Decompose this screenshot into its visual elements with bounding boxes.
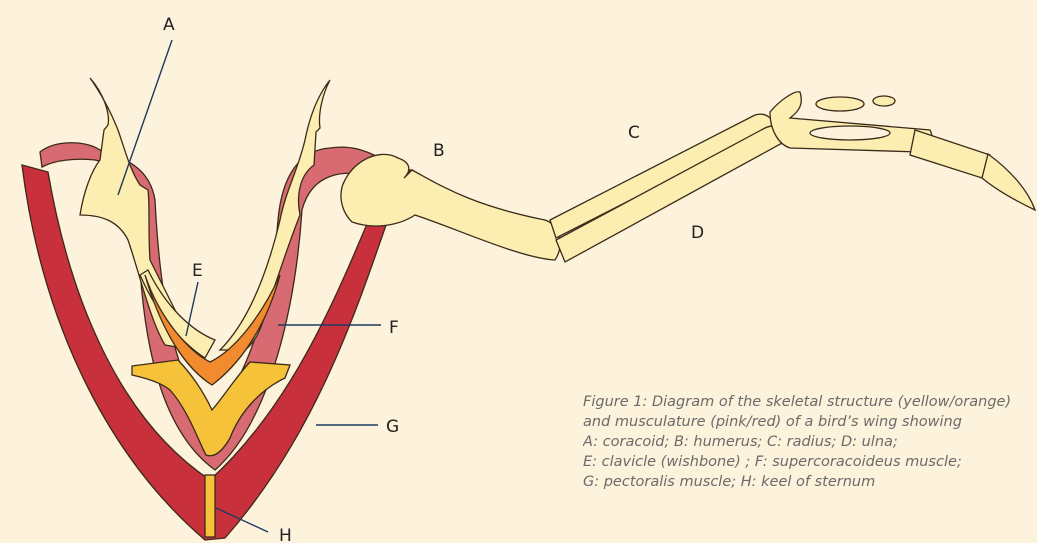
digit-phalanx-2 bbox=[982, 154, 1035, 210]
caption-line-3: A: coracoid; B: humerus; C: radius; D: u… bbox=[583, 432, 1037, 452]
radius-bone bbox=[550, 114, 773, 238]
caption-line-5: G: pectoralis muscle; H: keel of sternum bbox=[583, 472, 1037, 492]
label-E: E bbox=[192, 261, 203, 281]
alular-bone bbox=[816, 97, 864, 111]
hand-fenestra bbox=[810, 126, 890, 140]
label-C: C bbox=[628, 123, 640, 143]
caption-line-1: Figure 1: Diagram of the skeletal struct… bbox=[583, 392, 1037, 412]
label-G: G bbox=[386, 417, 399, 437]
keel-of-sternum bbox=[205, 475, 215, 537]
label-B: B bbox=[433, 141, 445, 161]
digit-phalanx-1 bbox=[910, 130, 990, 178]
left-coracoid-bone bbox=[80, 78, 195, 350]
caption-line-4: E: clavicle (wishbone) ; F: supercoracoi… bbox=[583, 452, 1037, 472]
ulna-bone bbox=[556, 126, 786, 262]
figure-caption: Figure 1: Diagram of the skeletal struct… bbox=[583, 392, 1037, 492]
caption-line-2: and musculature (pink/red) of a bird’s w… bbox=[583, 412, 1037, 432]
label-H: H bbox=[279, 526, 292, 543]
leader-A bbox=[118, 40, 172, 195]
label-F: F bbox=[389, 318, 399, 338]
alular-nub bbox=[873, 96, 895, 106]
label-A: A bbox=[163, 15, 175, 35]
label-D: D bbox=[691, 223, 704, 243]
